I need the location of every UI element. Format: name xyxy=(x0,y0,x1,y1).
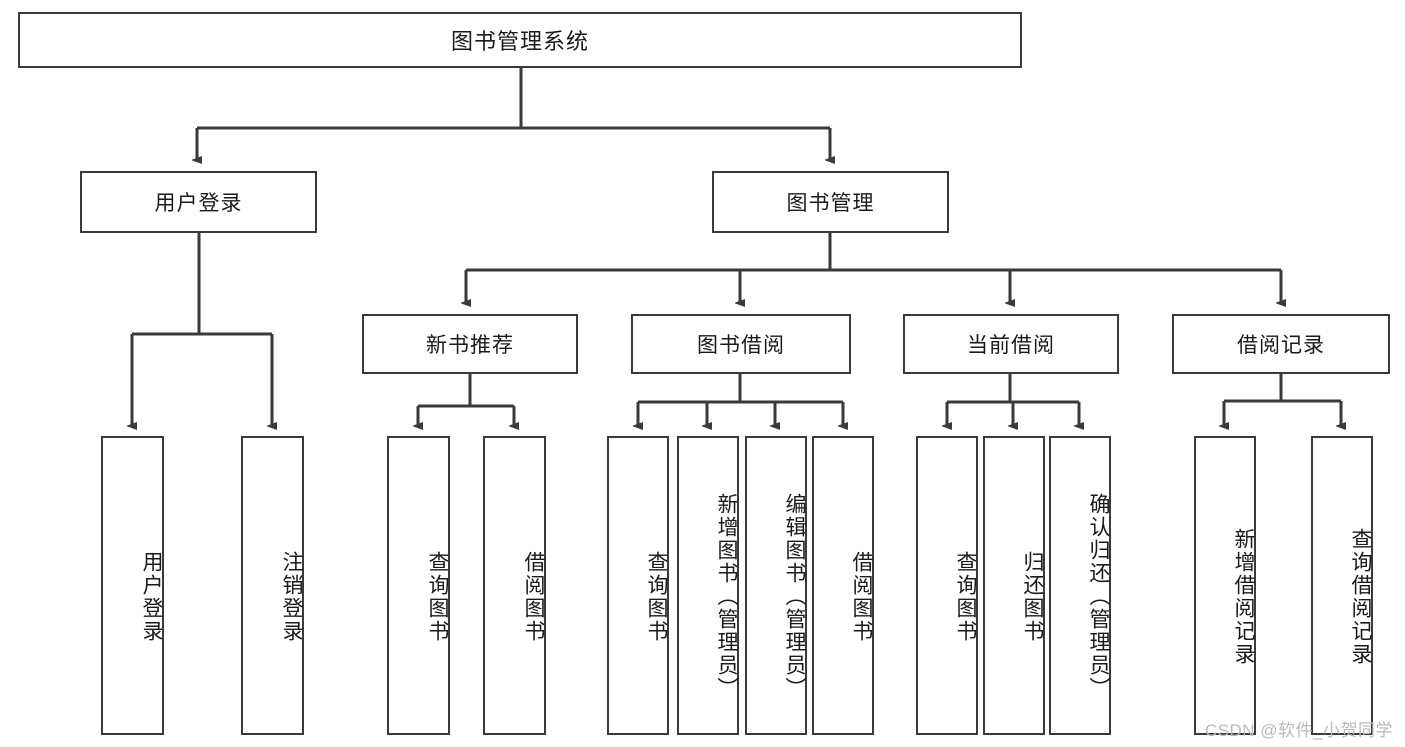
node-new-book-recommend-label: 新书推荐 xyxy=(426,334,514,357)
node-leaf-return-book[interactable]: 归还图书 xyxy=(983,436,1045,735)
node-leaf-borrow-book-2[interactable]: 借阅图书 xyxy=(812,436,874,735)
node-leaf-edit-book[interactable]: 编辑图书（管理员） xyxy=(745,436,807,735)
node-current-borrow-label: 当前借阅 xyxy=(967,334,1055,357)
node-leaf-add-record[interactable]: 新增借阅记录 xyxy=(1194,436,1256,735)
node-leaf-borrow-book-1-label: 借阅图书 xyxy=(522,550,545,643)
node-leaf-query-book-2-label: 查询图书 xyxy=(645,550,668,643)
node-leaf-query-book-1[interactable]: 查询图书 xyxy=(387,436,450,735)
node-leaf-confirm-return-label: 确认归还（管理员） xyxy=(1087,493,1110,700)
node-current-borrow[interactable]: 当前借阅 xyxy=(903,314,1119,374)
node-root-label: 图书管理系统 xyxy=(450,29,589,54)
node-borrow-record-label: 借阅记录 xyxy=(1237,334,1325,357)
node-leaf-query-book-3-label: 查询图书 xyxy=(954,550,977,643)
node-book-borrow[interactable]: 图书借阅 xyxy=(631,314,851,374)
watermark: CSDN @软件_小贺同学 xyxy=(1204,721,1393,740)
node-leaf-add-record-label: 新增借阅记录 xyxy=(1232,527,1255,666)
node-user-login[interactable]: 用户登录 xyxy=(80,171,317,233)
node-leaf-borrow-book-2-label: 借阅图书 xyxy=(850,550,873,643)
node-book-borrow-label: 图书借阅 xyxy=(697,334,785,357)
node-leaf-confirm-return[interactable]: 确认归还（管理员） xyxy=(1049,436,1111,735)
node-leaf-query-record[interactable]: 查询借阅记录 xyxy=(1311,436,1373,735)
node-leaf-add-book[interactable]: 新增图书（管理员） xyxy=(677,436,739,735)
node-leaf-logout[interactable]: 注销登录 xyxy=(241,436,304,735)
node-leaf-query-book-1-label: 查询图书 xyxy=(426,550,449,643)
node-leaf-user-login-label: 用户登录 xyxy=(140,550,163,643)
node-borrow-record[interactable]: 借阅记录 xyxy=(1172,314,1390,374)
node-user-login-label: 用户登录 xyxy=(154,192,243,215)
node-leaf-user-login[interactable]: 用户登录 xyxy=(101,436,164,735)
node-leaf-add-book-label: 新增图书（管理员） xyxy=(715,493,738,700)
node-new-book-recommend[interactable]: 新书推荐 xyxy=(362,314,578,374)
node-leaf-query-record-label: 查询借阅记录 xyxy=(1349,527,1372,666)
node-leaf-query-book-2[interactable]: 查询图书 xyxy=(607,436,669,735)
node-leaf-logout-label: 注销登录 xyxy=(280,550,303,643)
node-book-manage[interactable]: 图书管理 xyxy=(712,171,949,233)
node-root[interactable]: 图书管理系统 xyxy=(18,12,1022,68)
node-book-manage-label: 图书管理 xyxy=(786,192,875,215)
node-leaf-return-book-label: 归还图书 xyxy=(1021,550,1044,643)
node-leaf-query-book-3[interactable]: 查询图书 xyxy=(916,436,978,735)
node-leaf-borrow-book-1[interactable]: 借阅图书 xyxy=(483,436,546,735)
node-leaf-edit-book-label: 编辑图书（管理员） xyxy=(783,493,806,700)
